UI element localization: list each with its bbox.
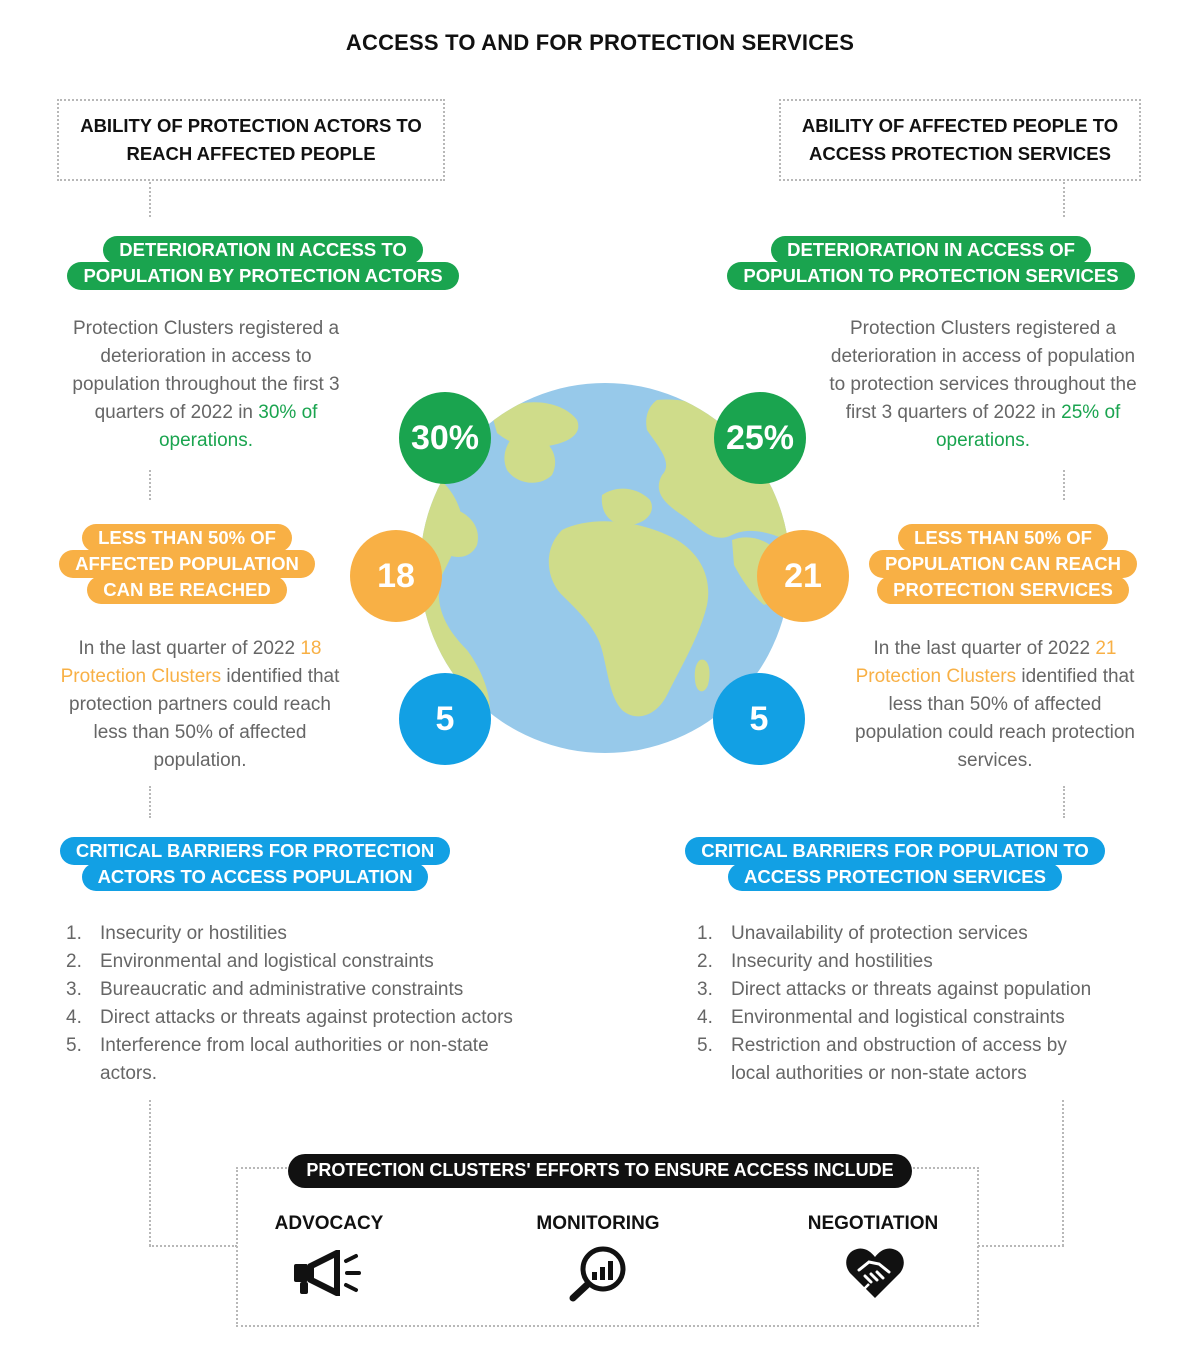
pill-line: DETERIORATION IN ACCESS TO xyxy=(103,236,423,264)
text-body: Protection Clusters registered a deterio… xyxy=(829,318,1137,423)
highlight-text: 30% of operations. xyxy=(158,402,318,451)
right-count-circle: 21 xyxy=(757,530,849,622)
left-heading-box: ABILITY OF PROTECTION ACTORS TO REACH AF… xyxy=(57,99,445,181)
list-item-text: Direct attacks or threats against popula… xyxy=(731,979,1092,1000)
pill-line: POPULATION BY PROTECTION ACTORS xyxy=(67,262,459,290)
connector-line xyxy=(1063,786,1065,818)
right-heading-box: ABILITY OF AFFECTED PEOPLE TO ACCESS PRO… xyxy=(779,99,1141,181)
right-heading: ABILITY OF AFFECTED PEOPLE TO ACCESS PRO… xyxy=(801,115,1119,164)
connector-line xyxy=(149,1100,151,1246)
page-title: ACCESS TO AND FOR PROTECTION SERVICES xyxy=(345,30,855,55)
list-item: 1.Unavailability of protection services xyxy=(697,923,1028,944)
text-body: In the last quarter of 2022 xyxy=(78,638,301,659)
pill-line: PROTECTION SERVICES xyxy=(877,576,1129,604)
list-item-text: Environmental and logistical constraints xyxy=(731,1007,1065,1028)
list-item: 3.Direct attacks or threats against popu… xyxy=(697,979,1092,1000)
left-reach-text: In the last quarter of 2022 18 Protectio… xyxy=(55,635,345,775)
highlight-text: 18 Protection Clusters xyxy=(60,638,322,687)
connector-line xyxy=(149,786,151,818)
list-item-text: Interference from local authorities or n… xyxy=(100,1035,489,1084)
text-body: identified that protection partners coul… xyxy=(69,666,340,771)
right-barriers-list: 1.Unavailability of protection services … xyxy=(697,920,1137,1088)
effort-label-advocacy: ADVOCACY xyxy=(274,1213,384,1234)
left-barrier-circle: 5 xyxy=(399,673,491,765)
list-item-text: Restriction and obstruction of access by… xyxy=(731,1035,1067,1084)
pill-line: CRITICAL BARRIERS FOR PROTECTION xyxy=(59,837,451,865)
connector-line xyxy=(149,1245,237,1247)
pill-line: CRITICAL BARRIERS FOR POPULATION TO xyxy=(685,837,1105,865)
connector-line xyxy=(1062,1100,1064,1246)
efforts-title-wrap: PROTECTION CLUSTERS' EFFORTS TO ENSURE A… xyxy=(288,1154,912,1188)
left-heading: ABILITY OF PROTECTION ACTORS TO REACH AF… xyxy=(80,115,422,164)
list-item: 2.Environmental and logistical constrain… xyxy=(66,951,434,972)
list-item: 3.Bureaucratic and administrative constr… xyxy=(66,979,464,1000)
list-item: 2.Insecurity and hostilities xyxy=(697,951,933,972)
pill-line: DETERIORATION IN ACCESS OF xyxy=(771,236,1091,264)
highlight-text: 25% of operations. xyxy=(935,402,1121,451)
list-item-text: Bureaucratic and administrative constrai… xyxy=(100,979,464,1000)
right-barriers-pill: CRITICAL BARRIERS FOR POPULATION TO ACCE… xyxy=(685,837,1105,891)
text-body: identified that less than 50% of affecte… xyxy=(855,666,1135,771)
left-barriers-list: 1.Insecurity or hostilities 2.Environmen… xyxy=(66,920,556,1088)
pill-line: AFFECTED POPULATION xyxy=(59,550,315,578)
handshake-heart-icon xyxy=(846,1248,904,1298)
left-barriers-pill: CRITICAL BARRIERS FOR PROTECTION ACTORS … xyxy=(59,837,451,891)
right-deterioration-text: Protection Clusters registered a deterio… xyxy=(823,315,1143,455)
left-count-circle: 18 xyxy=(350,530,442,622)
pill-line: CAN BE REACHED xyxy=(87,576,287,604)
list-item-text: Direct attacks or threats against protec… xyxy=(100,1007,513,1028)
connector-line xyxy=(1063,182,1065,217)
pill-line: ACCESS PROTECTION SERVICES xyxy=(728,863,1062,891)
right-percentage-circle: 25% xyxy=(714,392,806,484)
connector-line xyxy=(1063,470,1065,500)
connector-line xyxy=(149,182,151,217)
efforts-title: PROTECTION CLUSTERS' EFFORTS TO ENSURE A… xyxy=(288,1154,912,1188)
list-item-text: Insecurity or hostilities xyxy=(100,923,287,944)
right-reach-text: In the last quarter of 2022 21 Protectio… xyxy=(852,635,1138,775)
effort-label-negotiation: NEGOTIATION xyxy=(807,1213,939,1234)
list-item: 5.Restriction and obstruction of access … xyxy=(697,1035,1067,1084)
connector-line xyxy=(978,1245,1064,1247)
list-item: 4.Environmental and logistical constrain… xyxy=(697,1007,1065,1028)
list-item-text: Environmental and logistical constraints xyxy=(100,951,434,972)
pill-line: POPULATION CAN REACH xyxy=(868,550,1138,578)
connector-line xyxy=(149,470,151,500)
megaphone-icon xyxy=(294,1250,361,1296)
list-item: 5.Interference from local authorities or… xyxy=(66,1035,489,1084)
text-body: In the last quarter of 2022 xyxy=(873,638,1096,659)
pill-line: LESS THAN 50% OF xyxy=(898,524,1108,552)
right-reach-pill: LESS THAN 50% OF POPULATION CAN REACH PR… xyxy=(866,524,1140,604)
list-item: 4.Direct attacks or threats against prot… xyxy=(66,1007,513,1028)
list-item-text: Insecurity and hostilities xyxy=(731,951,933,972)
magnifier-chart-icon xyxy=(569,1246,626,1302)
highlight-text: 21 Protection Clusters xyxy=(855,638,1117,687)
pill-line: ACTORS TO ACCESS POPULATION xyxy=(81,863,429,891)
right-barrier-circle: 5 xyxy=(713,673,805,765)
list-item-text: Unavailability of protection services xyxy=(731,923,1028,944)
list-item: 1.Insecurity or hostilities xyxy=(66,923,287,944)
right-deterioration-pill: DETERIORATION IN ACCESS OF POPULATION TO… xyxy=(724,236,1138,290)
left-percentage-circle: 30% xyxy=(399,392,491,484)
pill-line: LESS THAN 50% OF xyxy=(82,524,292,552)
pill-line: POPULATION TO PROTECTION SERVICES xyxy=(727,262,1135,290)
text-body: Protection Clusters registered a deterio… xyxy=(72,318,340,423)
globe-icon xyxy=(420,383,790,753)
left-deterioration-pill: DETERIORATION IN ACCESS TO POPULATION BY… xyxy=(64,236,462,290)
left-deterioration-text: Protection Clusters registered a deterio… xyxy=(55,315,357,455)
effort-label-monitoring: MONITORING xyxy=(536,1213,660,1234)
left-reach-pill: LESS THAN 50% OF AFFECTED POPULATION CAN… xyxy=(57,524,317,604)
